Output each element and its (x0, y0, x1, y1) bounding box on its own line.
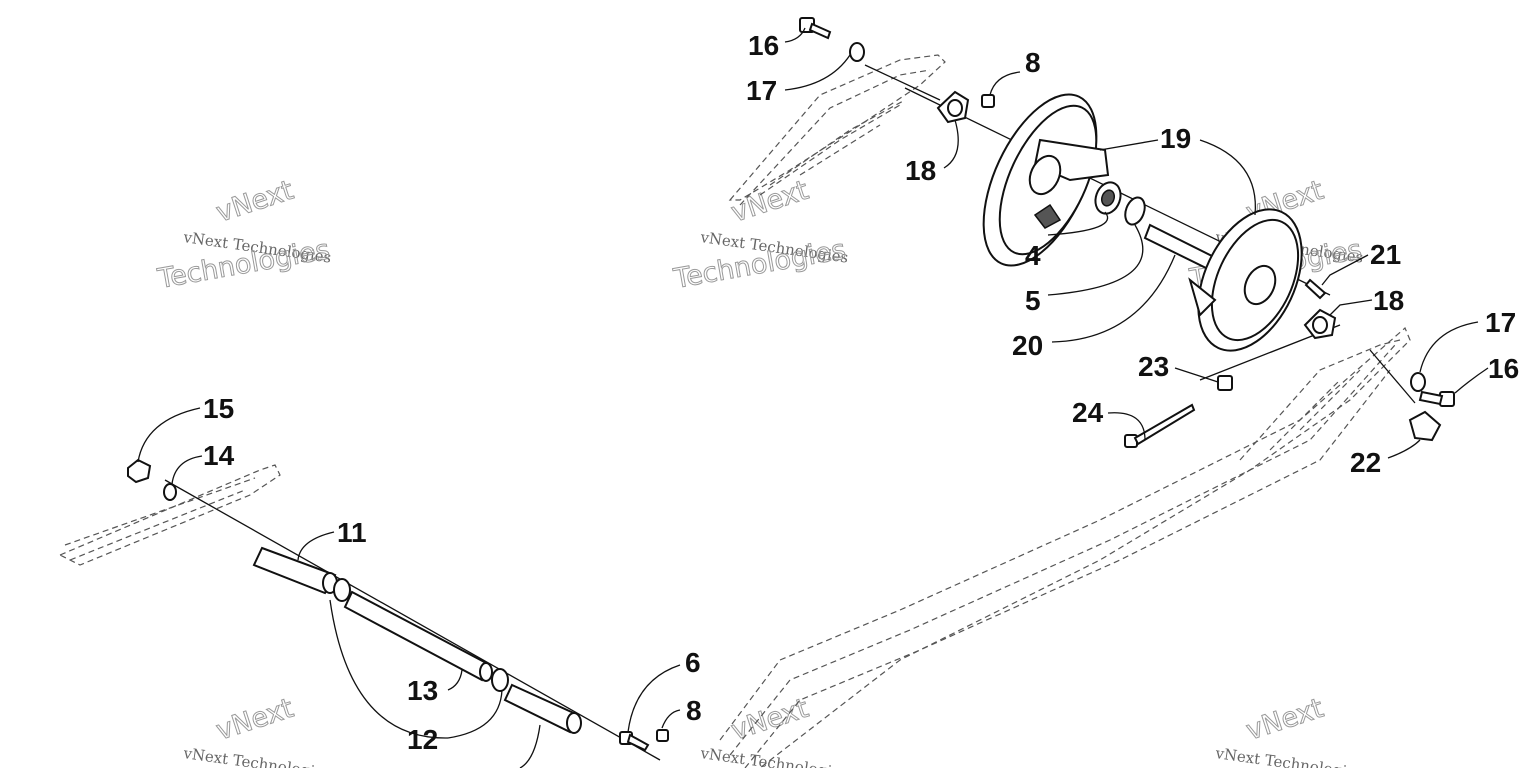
main-rail-frame (58, 326, 1411, 768)
callout-labels: 16 17 8 18 19 4 5 20 21 18 17 16 23 24 2… (203, 30, 1519, 755)
callout-6: 6 (685, 647, 701, 678)
upper-left-rail-frame (728, 54, 946, 206)
callout-8-upper: 8 (1025, 47, 1041, 78)
callout-4: 4 (1025, 240, 1041, 271)
ring-12-left (333, 578, 351, 602)
callout-16-lower: 16 (1488, 353, 1519, 384)
bearing-4 (1094, 181, 1122, 215)
leader-lines (137, 27, 1489, 768)
callout-8-lower: 8 (686, 695, 702, 726)
ring-12-right (491, 668, 509, 692)
spacer-tube-lower (503, 683, 582, 734)
callout-22: 22 (1350, 447, 1381, 478)
shaft-13 (343, 590, 493, 682)
watermark-group-1: vNext vNext Technologies Technologies (154, 174, 332, 295)
bolt-6 (619, 731, 650, 752)
idler-wheel-19-right (1188, 208, 1303, 352)
idler-bushing-18-upper (936, 90, 970, 124)
callout-5: 5 (1025, 285, 1041, 316)
nut-8-lower (656, 729, 669, 742)
watermark-small-text: vNext Technologies (1213, 744, 1364, 768)
bolt-16-upper (799, 17, 832, 40)
watermark-group-6: vNext vNext Technologies (1213, 692, 1364, 768)
watermark-group-4: vNext vNext Technologies (181, 692, 332, 768)
nut-15 (127, 458, 152, 484)
callout-18-upper: 18 (905, 155, 936, 186)
idler-bushing-18-lower (1303, 308, 1337, 340)
callout-14: 14 (203, 440, 235, 471)
bolt-24 (1124, 403, 1196, 448)
callout-23: 23 (1138, 351, 1169, 382)
spacer-tube-11 (252, 546, 338, 595)
callout-18-lower: 18 (1373, 285, 1404, 316)
idler-wheel-19-left (982, 93, 1110, 267)
watermark-big-text: vNext (728, 175, 813, 229)
watermark-group-5: vNext vNext Technologies (698, 692, 849, 768)
watermark-big-text: vNext (213, 175, 298, 229)
callout-11: 11 (337, 517, 367, 548)
watermark-big-text: vNext (728, 693, 813, 747)
watermark-small-text: vNext Technologies (181, 744, 332, 768)
callout-16-upper: 16 (748, 30, 779, 61)
callout-24: 24 (1072, 397, 1104, 428)
callout-20: 20 (1012, 330, 1043, 361)
callout-15: 15 (203, 393, 234, 424)
snap-ring-5 (1124, 196, 1146, 226)
callout-21: 21 (1370, 239, 1401, 270)
callout-19: 19 (1160, 123, 1191, 154)
nut-22 (1408, 410, 1442, 442)
nut-8-upper (981, 94, 995, 108)
nut-23 (1217, 375, 1233, 391)
bolt-16-lower (1418, 390, 1455, 407)
washer-17-lower (1410, 372, 1426, 392)
bolt-21 (1304, 278, 1327, 300)
watermark-small-text: vNext Technologies (698, 744, 849, 768)
watermark-big-text: vNext (213, 693, 298, 747)
watermark-group-2: vNext vNext Technologies Technologies (670, 174, 849, 295)
washer-14 (163, 483, 177, 501)
callout-17-upper: 17 (746, 75, 777, 106)
watermark-big-text: vNext (1243, 693, 1328, 747)
callout-17-lower: 17 (1485, 307, 1516, 338)
washer-17-upper (849, 42, 865, 62)
callout-12: 12 (407, 724, 438, 755)
callout-13: 13 (407, 675, 438, 706)
